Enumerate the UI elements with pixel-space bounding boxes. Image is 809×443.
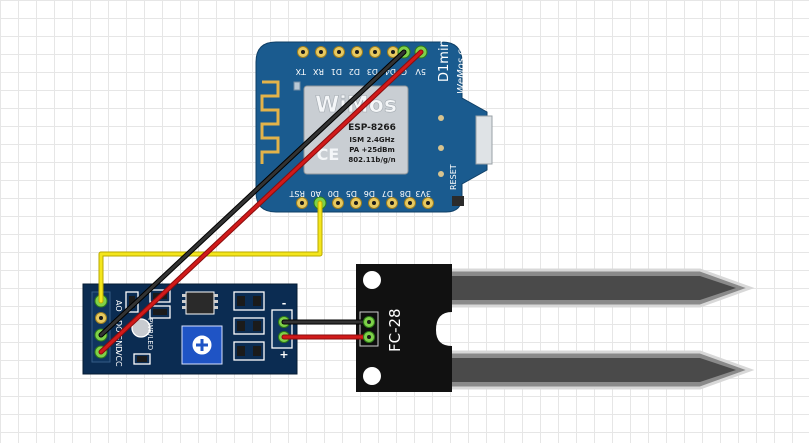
pin-label-d5: D5 [346,189,357,198]
minus-label: - [282,297,287,310]
ce-mark: CE [317,145,340,164]
pin-d6[interactable] [368,197,380,209]
esp8266-shield [303,85,409,175]
reset-label: RESET [449,164,458,190]
pin-do[interactable] [95,312,107,324]
fc28-probe[interactable]: FC-28 [356,264,755,392]
pin-d7[interactable] [386,197,398,209]
pin-label-d2: D2 [349,67,360,76]
pin-label-vcc: VCC [114,350,123,367]
pin-label-d0: D0 [328,189,339,198]
smd-led [293,81,301,91]
smd-resistor [149,289,171,303]
pin-rst[interactable] [296,197,308,209]
mount-hole [363,367,381,385]
smd-resistor [233,291,265,311]
pin-label-tx: TX [295,67,307,76]
chip-spec-2: PA +25dBm [349,146,395,154]
pin-label-d4: D4 [385,67,396,76]
pin-label-gnd: GND [114,334,123,352]
plus-label: + [279,348,288,361]
pin-d0[interactable] [332,197,344,209]
pin-d8[interactable] [404,197,416,209]
brand-label: D1mini [437,36,452,82]
wires [98,49,424,355]
smd-resistor [233,341,265,361]
potentiometer-knob-icon [196,339,208,351]
pin-3v3[interactable] [422,197,434,209]
pin-d2[interactable] [351,46,363,58]
d1-mini-board[interactable]: WiMos ESP-8266 ISM 2.4GHz PA +25dBm 802.… [255,36,493,213]
usb-port [475,115,493,165]
pin-label-d7: D7 [382,189,393,198]
power-led [131,318,151,338]
brand-site-label: WeMos.cc [456,43,467,94]
pin-tx[interactable] [297,46,309,58]
smd-pad [438,171,444,177]
pin-label-rx: RX [312,67,324,76]
antenna-trace [260,80,280,164]
pin-label-3v3: 3V3 [415,189,431,198]
pin-label-a0: A0 [310,189,321,198]
probe-pin-2[interactable] [363,331,375,343]
pwr-led-label: PWR/LED [146,318,154,350]
smd-pad [438,145,444,151]
pin-label-g: G [401,67,407,76]
pin-label-d8: D8 [400,189,411,198]
pin-d5[interactable] [350,197,362,209]
pin-label-rst: RST [289,189,305,198]
smd-resistor [133,353,151,365]
probe-pin-1[interactable] [363,316,375,328]
pin-d3[interactable] [369,46,381,58]
reset-button[interactable] [452,196,464,206]
pin-d1[interactable] [333,46,345,58]
chip-name: ESP-8266 [348,123,396,133]
pin-label-d3: D3 [367,67,378,76]
chip-spec-3: 802.11b/g/n [348,156,395,164]
chip-spec-1: ISM 2.4GHz [349,136,394,144]
pin-rx[interactable] [315,46,327,58]
pin-label-ao: AO [114,300,123,312]
pin-label-do: DO [114,320,123,332]
mount-hole [363,271,381,289]
pin-label-d1: D1 [331,67,342,76]
probe-label: FC-28 [386,308,404,352]
smd-resistor [233,317,265,335]
probe-pins [363,316,375,343]
probe-head [356,264,452,392]
lm393-chip [185,291,215,315]
comparator-module[interactable]: AO DO GND VCC PWR/LED - [82,283,298,375]
smd-pad [438,115,444,121]
pin-label-5v: 5V [415,67,426,76]
smd-resistor [149,305,171,319]
pin-label-d6: D6 [364,189,375,198]
